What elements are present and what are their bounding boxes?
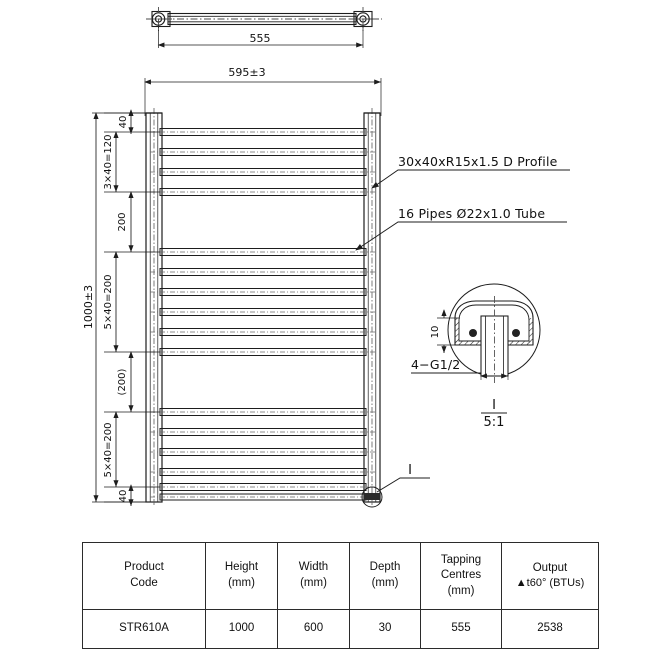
- header-line-2: Code: [130, 577, 158, 589]
- cell-depth: 30: [349, 609, 421, 649]
- table-row: STR610A 1000 600 30 555 2538: [82, 609, 599, 649]
- ladder-bar: [150, 188, 376, 196]
- detail-thickness-dimension: 10: [430, 309, 460, 353]
- overall-height-dimension: 1000±3: [82, 112, 146, 503]
- detail-marker-circle: I: [361, 463, 430, 508]
- detail-view-section: 10 4−G1/2 I 5:1: [411, 283, 541, 430]
- dimension-label-5x40-lower: 5×40=200: [103, 423, 114, 478]
- header-line-1: Product: [124, 561, 164, 574]
- header-line-1: Width: [298, 561, 329, 574]
- detail-marker-label: I: [408, 463, 412, 478]
- dimension-segment-paren200: (200): [117, 351, 134, 412]
- dimension-segment-top-40: 40: [118, 109, 134, 134]
- left-side-rail: [145, 108, 163, 507]
- ladder-bar: [150, 248, 376, 256]
- ladder-bar: [150, 493, 376, 501]
- detail-scale-ratio: 5:1: [484, 415, 505, 430]
- table-header-output: Output ▲t60° (BTUs): [501, 542, 599, 610]
- ladder-bar: [150, 268, 376, 276]
- ladder-bar: [150, 288, 376, 296]
- front-view: 595±3: [82, 66, 430, 508]
- ladder-bars: [150, 128, 376, 501]
- ladder-bar: [150, 448, 376, 456]
- callout-pipes: 16 Pipes Ø22x1.0 Tube: [355, 206, 567, 251]
- header-line-2: (mm): [371, 577, 399, 589]
- ladder-bar: [150, 483, 376, 491]
- ladder-bar: [150, 348, 376, 356]
- ladder-bar: [150, 308, 376, 316]
- dimension-label-200: 200: [117, 212, 128, 231]
- cell-output: 2538: [501, 609, 599, 649]
- detail-scale-note: I 5:1: [481, 398, 507, 430]
- cell-height: 1000: [205, 609, 278, 649]
- top-view: 555: [146, 7, 382, 48]
- dimension-label-bottom-40: 40: [118, 490, 129, 503]
- top-view-left-fitting: [146, 7, 172, 31]
- header-line-1: Tapping: [440, 553, 482, 566]
- header-line-1: Height: [224, 561, 259, 574]
- table-header-product-code: Product Code: [82, 542, 206, 610]
- header-line-2: Centres: [440, 569, 482, 582]
- dimension-label-paren200: (200): [117, 368, 128, 395]
- chain-extension-lines: [104, 112, 160, 503]
- top-view-right-fitting: [350, 7, 382, 31]
- top-view-dimension-label: 555: [250, 32, 271, 45]
- front-view-width-dimension: 595±3: [228, 66, 265, 79]
- overall-height-label: 1000±3: [82, 285, 95, 329]
- dimension-segment-bottom-40: 40: [118, 484, 134, 506]
- detail-scale-marker: I: [492, 398, 496, 413]
- dimension-segment-200: 200: [117, 191, 134, 252]
- detail-thread-label: 4−G1/2: [411, 357, 460, 372]
- dimension-segment-3x40: 3×40=120: [103, 131, 119, 192]
- ladder-bar: [150, 428, 376, 436]
- dimension-segment-5x40-upper: 5×40=200: [103, 251, 119, 352]
- table-header-width: Width (mm): [277, 542, 350, 610]
- ladder-bar: [150, 328, 376, 336]
- header-line-1: Output: [532, 561, 568, 574]
- dimension-label-5x40-upper: 5×40=200: [103, 275, 114, 330]
- spec-table: Product Code Height (mm) Width (mm) Dept…: [82, 542, 599, 649]
- detail-thickness-label: 10: [430, 326, 441, 339]
- header-line-3: (mm): [447, 584, 475, 597]
- cell-width: 600: [277, 609, 350, 649]
- right-side-rail: [363, 108, 381, 507]
- ladder-bar: [150, 168, 376, 176]
- ladder-bar: [150, 148, 376, 156]
- ladder-bar: [150, 128, 376, 136]
- callout-d-profile-label: 30x40xR15x1.5 D Profile: [398, 154, 558, 169]
- header-line-1: Depth: [369, 561, 401, 574]
- ladder-bar: [150, 408, 376, 416]
- header-line-2: ▲t60° (BTUs): [515, 577, 585, 590]
- table-header-depth: Depth (mm): [349, 542, 421, 610]
- header-line-2: (mm): [228, 577, 255, 589]
- table-header-tapping-centres: Tapping Centres (mm): [420, 542, 502, 610]
- dimension-segment-5x40-lower: 5×40=200: [103, 411, 119, 487]
- callout-d-profile: 30x40xR15x1.5 D Profile: [371, 154, 570, 189]
- dimension-label-top-40: 40: [118, 116, 129, 129]
- ladder-bar: [150, 468, 376, 476]
- table-header-row: Product Code Height (mm) Width (mm) Dept…: [82, 542, 599, 610]
- callout-pipes-label: 16 Pipes Ø22x1.0 Tube: [398, 206, 545, 221]
- dimension-label-3x40: 3×40=120: [103, 135, 114, 190]
- cell-product-code: STR610A: [82, 609, 206, 649]
- header-line-2: (mm): [300, 577, 327, 589]
- cell-tapping-centres: 555: [420, 609, 502, 649]
- table-header-height: Height (mm): [205, 542, 278, 610]
- detail-thread-callout: 4−G1/2: [411, 348, 509, 380]
